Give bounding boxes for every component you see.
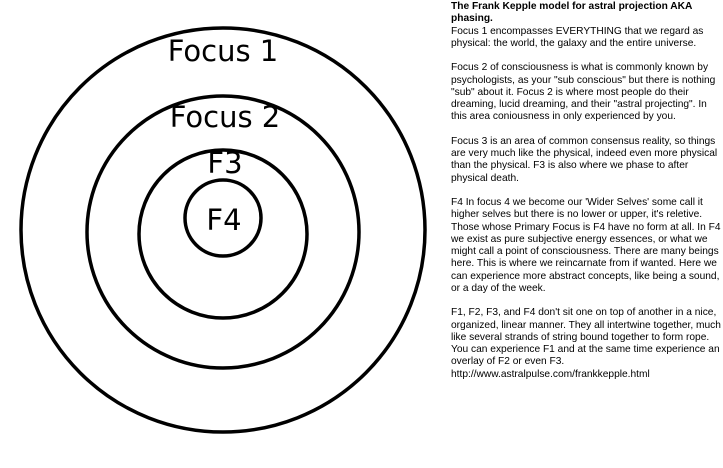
model-title: The Frank Kepple model for astral projec… [451,1,692,25]
focus-1-label: Focus 1 [168,34,279,68]
focus-2-ring [85,94,361,370]
focus-4-description: F4 In focus 4 we become our 'Wider Selve… [451,197,721,294]
focus-2-description: Focus 2 of consciousness is what is comm… [451,62,716,123]
intertwine-text: F1, F2, F3, and F4 don't sit one on top … [451,307,721,368]
focus-3-description: Focus 3 is an area of common consensus r… [451,135,718,184]
focus-levels-diagram: Focus 1 Focus 2 F3 F4 [19,26,427,434]
f4-label: F4 [206,203,241,237]
focus-1-description: Focus 1 encompasses EVERYTHING that we r… [451,25,704,49]
focus-1-ring [19,26,427,434]
intertwine-description: F1, F2, F3, and F4 don't sit one on top … [451,307,721,381]
f4-ring [183,178,263,258]
f3-ring [137,148,309,320]
description-panel: The Frank Kepple model for astral projec… [451,1,721,381]
source-link[interactable]: http://www.astralpulse.com/frankkepple.h… [451,368,650,380]
f3-label: F3 [207,146,242,180]
focus-2-label: Focus 2 [170,100,281,134]
